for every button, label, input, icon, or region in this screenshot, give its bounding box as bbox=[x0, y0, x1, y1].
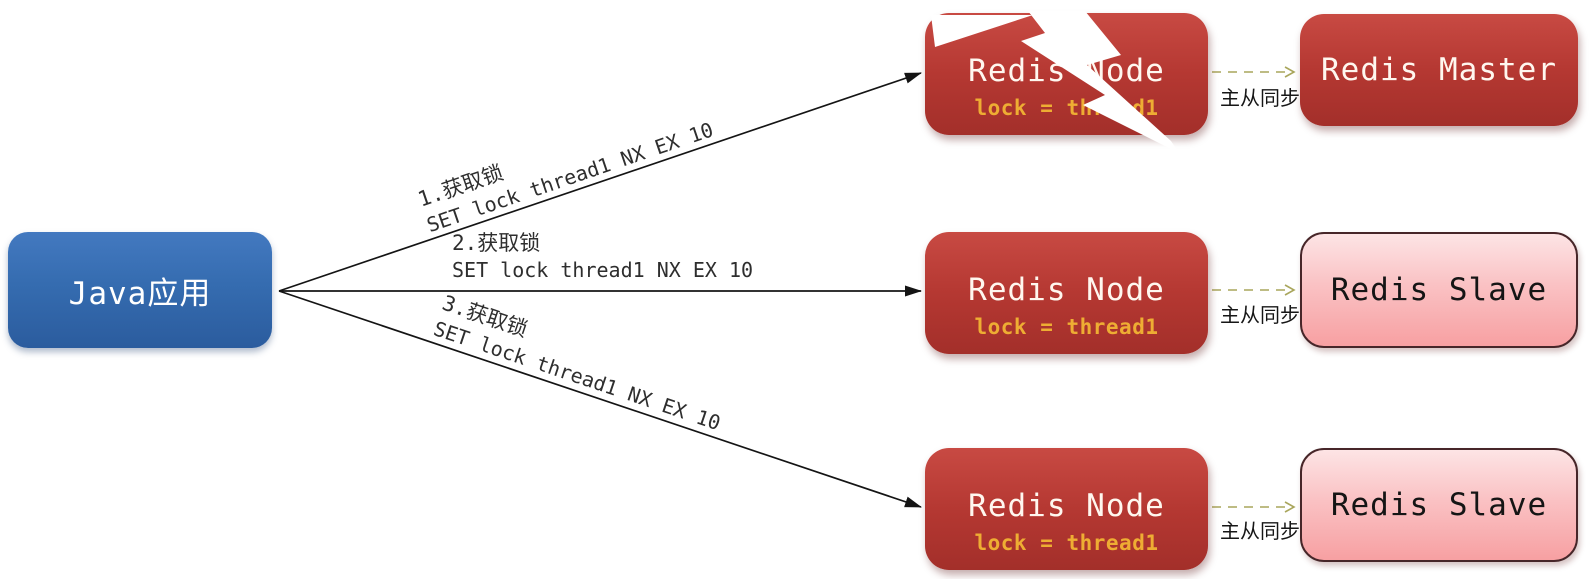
redis-master-box: Redis Master bbox=[1300, 14, 1578, 126]
redis-node-2-lock-value: lock = thread1 bbox=[974, 314, 1159, 339]
redis-slave-3-title: Redis Slave bbox=[1330, 487, 1548, 523]
redis-node-2-box: Redis Node lock = thread1 bbox=[925, 232, 1208, 354]
redis-slave-2-box: Redis Slave bbox=[1300, 232, 1578, 348]
java-app-box: Java应用 bbox=[8, 232, 272, 348]
redis-node-3-title: Redis Node bbox=[968, 487, 1165, 524]
redis-node-1-box: Redis Node lock = thread1 bbox=[925, 11, 1208, 153]
sync-label-3: 主从同步 bbox=[1220, 521, 1300, 543]
redis-node-2-title: Redis Node bbox=[968, 271, 1165, 308]
acquire-label-2-command: SET lock thread1 NX EX 10 bbox=[452, 258, 754, 282]
sync-label-1: 主从同步 bbox=[1220, 88, 1300, 110]
acquire-label-3: 3.获取锁 SET lock thread1 NX EX 10 bbox=[430, 290, 733, 437]
java-app-label: Java应用 bbox=[68, 275, 212, 312]
sync-arrows bbox=[1212, 66, 1296, 513]
redis-node-3-box: Redis Node lock = thread1 bbox=[925, 448, 1208, 570]
redis-master-title: Redis Master bbox=[1321, 52, 1557, 88]
lightning-bolt-icon bbox=[931, 11, 1179, 153]
redis-node-3-lock-value: lock = thread1 bbox=[974, 530, 1159, 555]
redis-slave-2-title: Redis Slave bbox=[1330, 272, 1548, 308]
sync-label-2: 主从同步 bbox=[1220, 305, 1300, 327]
acquire-label-1: 1.获取锁 SET lock thread1 NX EX 10 bbox=[415, 91, 717, 239]
acquire-label-2-step: 2.获取锁 bbox=[452, 231, 541, 255]
redis-slave-3-box: Redis Slave bbox=[1300, 448, 1578, 562]
acquire-arrow-3 bbox=[278, 290, 922, 508]
acquire-label-2: 2.获取锁 SET lock thread1 NX EX 10 bbox=[452, 230, 753, 284]
